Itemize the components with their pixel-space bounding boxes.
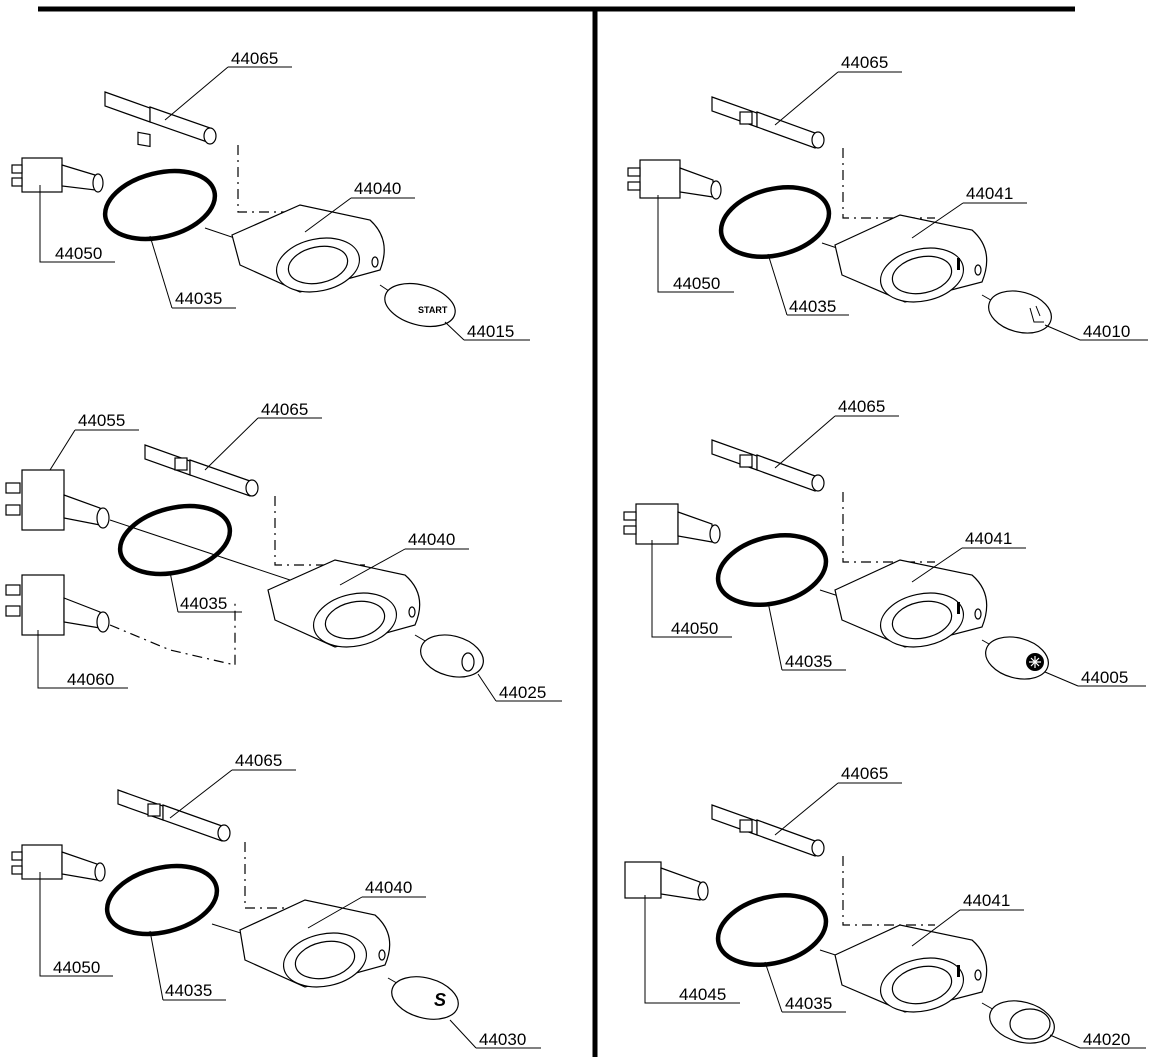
label-cap: 44015	[467, 322, 514, 341]
label-cap: 44030	[479, 1030, 526, 1049]
switch-body-alt	[5, 574, 236, 666]
label-switch: 44045	[679, 985, 726, 1004]
label-cap: 44025	[499, 683, 546, 702]
switch-body	[624, 861, 709, 901]
label-cable: 44065	[235, 751, 282, 770]
o-ring-seal	[715, 893, 829, 967]
label-ring: 44035	[165, 981, 212, 1000]
assembly-top-right: 44065 44050 44035 44041 44010	[627, 53, 1148, 341]
label-switch: 44055	[78, 411, 125, 430]
switch-bezel	[834, 559, 988, 648]
start-text-icon: START	[418, 305, 448, 315]
label-ring: 44035	[785, 994, 832, 1013]
assembly-mid-right: 44065 44050 44035 44041 44005	[623, 397, 1146, 687]
label-switch: 44050	[673, 274, 720, 293]
thermometer-icon	[957, 258, 960, 270]
cable-connector	[117, 789, 335, 909]
label-cable: 44065	[838, 397, 885, 416]
power-zero-icon	[461, 652, 475, 672]
switch-bezel	[834, 214, 988, 303]
assembly-mid-left: 44065 44055 44060 44035 44040 44025	[5, 400, 562, 702]
label-bezel: 44041	[966, 184, 1013, 203]
switch-body	[623, 503, 721, 545]
label-switch-alt: 44060	[67, 670, 114, 689]
o-ring-seal	[117, 503, 233, 577]
switch-bezel	[231, 204, 385, 293]
o-ring-seal	[104, 863, 220, 937]
label-ring: 44035	[180, 594, 227, 613]
switch-body	[11, 844, 106, 882]
assembly-bottom-left: S 44065 44050 44035 44040 44030	[11, 751, 541, 1049]
label-bezel: 44041	[965, 529, 1012, 548]
o-ring-seal	[715, 533, 829, 607]
label-cable: 44065	[841, 53, 888, 72]
label-switch: 44050	[53, 958, 100, 977]
label-switch: 44050	[55, 244, 102, 263]
button-cap	[989, 1000, 1055, 1044]
label-cap: 44010	[1083, 322, 1130, 341]
label-cable: 44065	[841, 764, 888, 783]
assembly-bottom-right: 44065 44045 44035 44041 44020	[624, 764, 1146, 1049]
thermometer-icon	[957, 602, 960, 614]
button-cap	[988, 290, 1052, 334]
button-cap: S	[391, 976, 459, 1020]
label-bezel: 44040	[365, 878, 412, 897]
switch-body	[627, 159, 722, 200]
o-ring-seal	[102, 168, 218, 242]
label-bezel: 44041	[963, 891, 1010, 910]
label-ring: 44035	[785, 652, 832, 671]
switch-bezel	[267, 559, 421, 648]
label-cap: 44005	[1081, 668, 1128, 687]
button-cap: START	[384, 282, 456, 328]
label-bezel: 44040	[354, 179, 401, 198]
cable-connector	[711, 439, 935, 563]
cable-connector	[711, 804, 935, 926]
label-switch: 44050	[671, 619, 718, 638]
switch-bezel	[239, 899, 391, 988]
assembly-top-left: START 44065 44050 44035 44040 44015	[11, 49, 530, 341]
sport-s-icon: S	[434, 990, 446, 1010]
label-cable: 44065	[231, 49, 278, 68]
label-cap: 44020	[1083, 1030, 1130, 1049]
thermometer-icon	[957, 965, 960, 977]
button-cap	[985, 636, 1049, 680]
label-ring: 44035	[175, 289, 222, 308]
button-cap	[420, 634, 484, 678]
o-ring-seal	[718, 185, 832, 259]
switch-body	[5, 469, 110, 531]
switch-body	[11, 157, 104, 193]
heated-seat-icon	[1029, 305, 1044, 323]
cable-connector	[104, 91, 330, 213]
label-ring: 44035	[789, 297, 836, 316]
switch-bezel	[834, 924, 988, 1013]
cable-connector	[711, 96, 935, 219]
label-bezel: 44040	[408, 530, 455, 549]
label-cable: 44065	[261, 400, 308, 419]
